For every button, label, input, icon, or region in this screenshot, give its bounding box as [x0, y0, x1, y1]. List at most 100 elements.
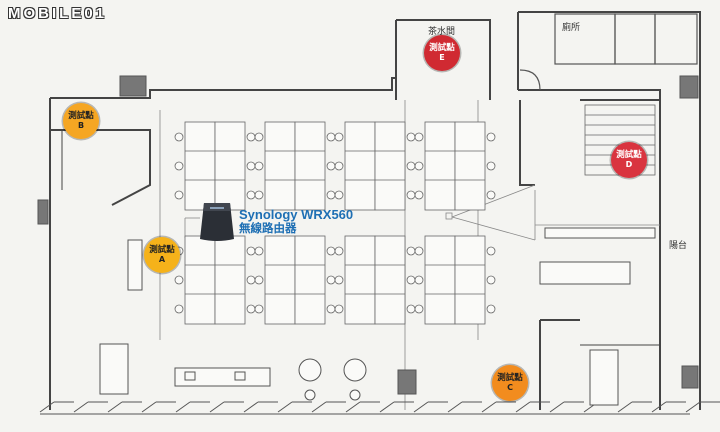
east-wall	[518, 11, 701, 410]
room-b-walls	[50, 129, 151, 206]
meeting-table	[589, 349, 619, 406]
test-point-c-label: 測試點	[497, 373, 523, 383]
chair	[254, 190, 264, 200]
chair	[334, 246, 344, 256]
restroom-door-arc	[519, 69, 541, 91]
desk-cluster	[254, 121, 336, 211]
test-point-d-letter: D	[625, 160, 633, 169]
chair	[486, 304, 496, 314]
sink	[234, 371, 246, 381]
balcony-railing	[39, 401, 720, 415]
chair	[246, 132, 256, 142]
kitchen-counter	[174, 367, 271, 387]
chair	[406, 246, 416, 256]
stool	[349, 389, 361, 401]
chair	[174, 275, 184, 285]
chair	[486, 190, 496, 200]
chair	[486, 275, 496, 285]
sink	[184, 371, 196, 381]
chair	[174, 132, 184, 142]
chair	[326, 304, 336, 314]
pillar	[681, 365, 699, 389]
test-point-e-letter: E	[439, 53, 445, 62]
chair	[334, 190, 344, 200]
router-icon	[200, 203, 234, 241]
chair	[326, 190, 336, 200]
chair	[326, 161, 336, 171]
chair	[414, 304, 424, 314]
desk-cluster	[174, 235, 256, 325]
stool	[304, 389, 316, 401]
chair	[406, 190, 416, 200]
chair	[414, 161, 424, 171]
pillar	[679, 75, 699, 99]
chair	[414, 190, 424, 200]
router-subtitle: 無線路由器	[239, 221, 297, 235]
room-label-restroom: 廁所	[562, 23, 581, 33]
test-point-e-marker: 測試點 E	[424, 35, 460, 71]
chair	[334, 275, 344, 285]
desk-cluster	[334, 235, 416, 325]
desk-cluster	[414, 121, 496, 211]
chair	[486, 161, 496, 171]
test-point-b-marker: 測試點 B	[63, 103, 99, 139]
test-point-d-label: 測試點	[616, 150, 642, 160]
round-table	[298, 358, 322, 382]
chair	[174, 161, 184, 171]
chair	[254, 304, 264, 314]
room-label-balcony: 陽台	[669, 241, 688, 251]
chair	[246, 246, 256, 256]
chair	[246, 275, 256, 285]
pillar	[397, 369, 417, 395]
chair	[414, 246, 424, 256]
test-point-c-letter: C	[507, 383, 513, 392]
chair	[334, 304, 344, 314]
chair	[254, 246, 264, 256]
chair	[174, 190, 184, 200]
chair	[246, 304, 256, 314]
chair	[246, 161, 256, 171]
chair	[254, 161, 264, 171]
antenna-line	[451, 184, 536, 218]
chair	[406, 161, 416, 171]
desk-cluster	[254, 235, 336, 325]
conference-table	[539, 261, 631, 285]
chair	[406, 275, 416, 285]
pillar	[37, 199, 49, 225]
chair	[406, 304, 416, 314]
chair	[414, 275, 424, 285]
restroom-stall	[614, 13, 656, 65]
chair	[486, 246, 496, 256]
test-point-a-label: 測試點	[149, 245, 175, 255]
sofa	[99, 343, 129, 395]
restroom-stall	[654, 13, 698, 65]
round-table	[343, 358, 367, 382]
desk-cluster	[334, 121, 416, 211]
antenna-line	[451, 216, 536, 241]
chair	[334, 132, 344, 142]
chair	[246, 190, 256, 200]
test-point-b-label: 測試點	[68, 111, 94, 121]
room-label-tea: 茶水間	[428, 27, 456, 37]
restroom-south-wall	[518, 89, 661, 410]
counter-top	[544, 227, 656, 239]
access-point	[445, 212, 453, 220]
chair	[326, 132, 336, 142]
chair	[254, 275, 264, 285]
desk-cluster	[414, 235, 496, 325]
chair	[326, 275, 336, 285]
cabinet	[127, 239, 143, 291]
chair	[174, 304, 184, 314]
test-point-d-marker: 測試點 D	[611, 142, 647, 178]
tea-room-walls	[396, 19, 491, 100]
chair	[326, 246, 336, 256]
chair	[334, 161, 344, 171]
chair	[254, 132, 264, 142]
test-point-e-label: 測試點	[429, 43, 455, 53]
pillar	[119, 75, 147, 97]
chair	[406, 132, 416, 142]
test-point-c-marker: 測試點 C	[492, 365, 528, 401]
north-wall	[50, 77, 396, 99]
